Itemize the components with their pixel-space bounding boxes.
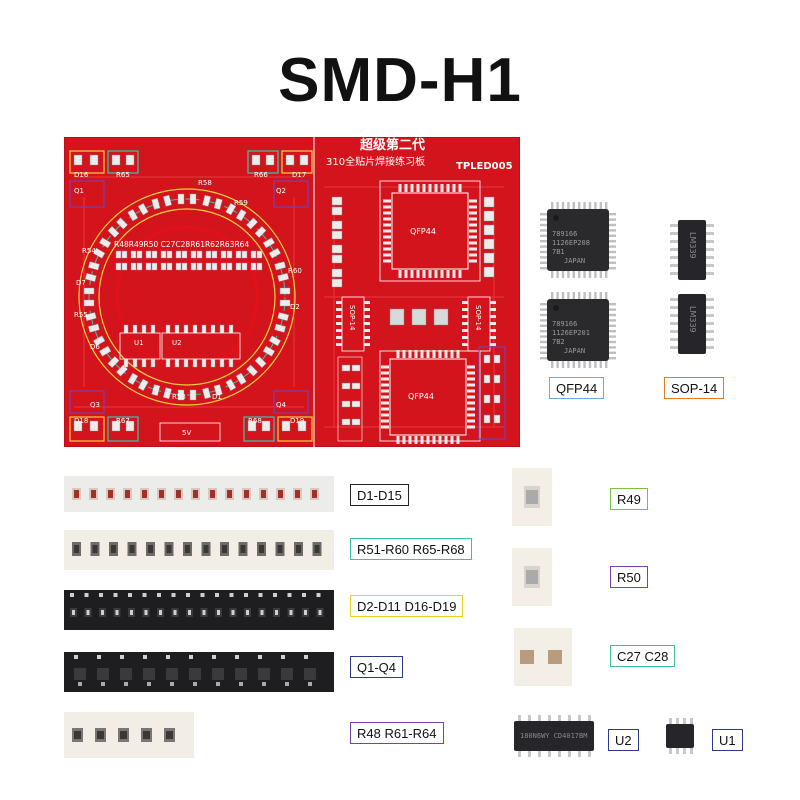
svg-text:D1: D1 xyxy=(212,393,222,401)
label-sop14: SOP-14 xyxy=(664,377,725,399)
u1-outline xyxy=(119,332,161,360)
svg-text:U1: U1 xyxy=(134,339,144,347)
sop14-chip-bottom: LM339 xyxy=(670,294,714,354)
svg-text:7B2: 7B2 xyxy=(552,338,565,346)
part-r49 xyxy=(512,468,552,526)
svg-text:R59: R59 xyxy=(234,199,248,207)
svg-text:7B1: 7B1 xyxy=(552,248,565,256)
u2-outline xyxy=(161,332,241,360)
svg-text:Q1: Q1 xyxy=(74,187,84,195)
tape-d1-d15 xyxy=(64,476,334,512)
qfp-footprint-top xyxy=(391,192,469,270)
label-r51-r60: R51-R60 R65-R68 xyxy=(350,538,472,560)
qfp-top-label: QFP44 xyxy=(410,227,436,236)
svg-text:U2: U2 xyxy=(172,339,182,347)
svg-text:R53: R53 xyxy=(172,393,186,401)
page-title: SMD-H1 xyxy=(278,46,522,115)
sop-right-label: SOP-14 xyxy=(474,305,482,331)
svg-text:R66: R66 xyxy=(254,171,268,179)
label-u2: U2 xyxy=(608,729,639,751)
svg-text:R67: R67 xyxy=(116,417,130,425)
part-u1-chip xyxy=(666,718,694,754)
svg-text:R60: R60 xyxy=(288,267,302,275)
label-d2-d11: D2-D11 D16-D19 xyxy=(350,595,464,617)
resistor-row-label: R48R49R50 C27C28R61R62R63R64 xyxy=(114,240,249,249)
svg-text:JAPAN: JAPAN xyxy=(564,347,585,355)
led-ring xyxy=(78,188,296,406)
label-qfp44: QFP44 xyxy=(549,377,605,399)
label-r50: R50 xyxy=(610,566,648,588)
tape-r48-r61 xyxy=(64,712,194,758)
svg-text:Q2: Q2 xyxy=(276,187,286,195)
board-title-cn: 超级第二代 xyxy=(360,137,425,153)
svg-text:R54: R54 xyxy=(82,247,96,255)
svg-text:D18: D18 xyxy=(74,417,88,425)
sop14-chip-top: LM339 xyxy=(670,220,714,280)
svg-text:D7: D7 xyxy=(76,279,86,287)
tape-d2-d11 xyxy=(64,590,334,630)
pcb-board: 超级第二代 310全贴片焊接练习板 TPLED005 QFP44 QFP44 S… xyxy=(64,137,520,447)
board-subtitle-cn: 310全贴片焊接练习板 xyxy=(326,155,425,168)
label-u1: U1 xyxy=(712,729,743,751)
svg-text:JAPAN: JAPAN xyxy=(564,257,585,265)
svg-text:789166: 789166 xyxy=(552,230,577,238)
svg-text:D19: D19 xyxy=(290,417,304,425)
svg-text:Q4: Q4 xyxy=(276,401,287,409)
svg-text:180N6WY CD4017BM: 180N6WY CD4017BM xyxy=(520,732,587,740)
part-c27-c28 xyxy=(514,628,572,686)
label-r48-r61: R48 R61-R64 xyxy=(350,722,444,744)
label-r49: R49 xyxy=(610,488,648,510)
tape-q1-q4 xyxy=(64,652,334,692)
qfp-bottom-label: QFP44 xyxy=(408,392,434,401)
qfp44-chip-top: 789166 1126EP208 7B1 JAPAN xyxy=(540,202,616,278)
svg-text:LM339: LM339 xyxy=(688,232,697,259)
svg-text:5V: 5V xyxy=(182,429,191,437)
svg-text:D2: D2 xyxy=(290,303,300,311)
label-q1-q4: Q1-Q4 xyxy=(350,656,404,678)
svg-text:R55: R55 xyxy=(74,311,88,319)
qfp44-chip-bottom: 789166 1126EP201 7B2 JAPAN xyxy=(540,292,616,368)
svg-text:Q3: Q3 xyxy=(90,401,100,409)
svg-text:R58: R58 xyxy=(198,179,212,187)
svg-text:1126EP208: 1126EP208 xyxy=(552,239,590,247)
label-d1-d15: D1-D15 xyxy=(350,484,409,506)
board-model: TPLED005 xyxy=(456,161,513,172)
svg-text:LM339: LM339 xyxy=(688,306,697,333)
svg-text:D16: D16 xyxy=(74,171,89,179)
svg-text:R68: R68 xyxy=(248,417,262,425)
svg-text:R65: R65 xyxy=(116,171,130,179)
part-u2-chip: 180N6WY CD4017BM xyxy=(514,715,594,757)
sop-left-label: SOP-14 xyxy=(348,305,356,331)
svg-text:D6: D6 xyxy=(90,343,100,351)
qfp-footprint-bottom xyxy=(389,358,467,436)
label-c27-c28: C27 C28 xyxy=(610,645,676,667)
part-r50 xyxy=(512,548,552,606)
svg-text:1126EP201: 1126EP201 xyxy=(552,329,590,337)
svg-text:789166: 789166 xyxy=(552,320,577,328)
tape-r51-r60 xyxy=(64,530,334,570)
svg-text:D17: D17 xyxy=(292,171,306,179)
